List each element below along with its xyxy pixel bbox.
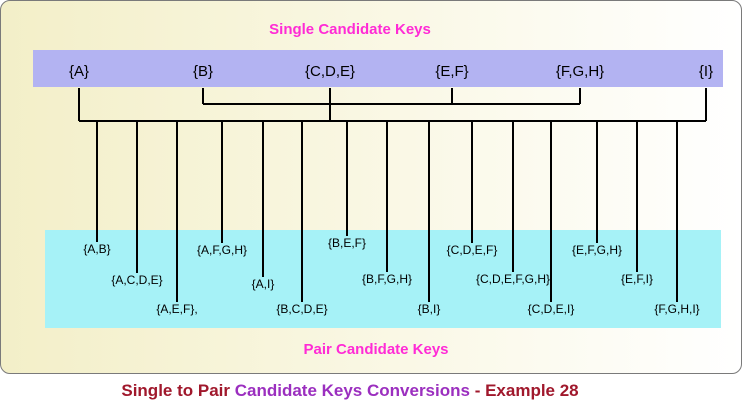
- single-key-a: {A}: [69, 63, 89, 80]
- pair-key-a-e-f: {A,E,F},: [156, 302, 197, 316]
- single-keys-row: {A} {B} {C,D,E} {E,F} {F,G,H} {I}: [69, 63, 713, 80]
- pair-key-e-f-g-h: {E,F,G,H}: [572, 243, 622, 257]
- pair-key-b-e-f: {B,E,F}: [328, 236, 366, 250]
- single-keys-title: Single Candidate Keys: [269, 21, 431, 38]
- caption-part-c: - Example 28: [469, 381, 579, 400]
- single-key-b: {B}: [193, 63, 213, 80]
- caption-part-a: Single to Pair: [121, 381, 235, 400]
- pair-key-e-f-i: {E,F,I}: [621, 272, 653, 286]
- pair-key-a-c-d-e: {A,C,D,E}: [111, 273, 162, 287]
- figure-caption: Single to Pair Candidate Keys Conversion…: [0, 381, 700, 401]
- caption-part-b: Candidate Keys Conversions: [234, 381, 470, 400]
- single-key-i: {I}: [699, 63, 713, 80]
- pair-keys-band: [45, 230, 721, 328]
- pair-key-a-f-g-h: {A,F,G,H}: [197, 243, 247, 257]
- pair-key-f-g-h-i: {F,G,H,I}: [654, 302, 699, 316]
- pair-keys-area: {A,B} {A,C,D,E} {A,E,F}, {A,F,G,H} {A,I}{B,C…: [83, 236, 699, 316]
- single-key-e-f: {E,F}: [435, 63, 468, 80]
- single-key-c-d-e: {C,D,E}: [305, 63, 355, 80]
- pair-keys-title: Pair Candidate Keys: [303, 341, 448, 358]
- single-key-f-g-h: {F,G,H}: [556, 63, 604, 80]
- pair-key-a-i: {A,I}: [252, 277, 275, 291]
- pair-key-b-f-g-h: {B,F,G,H}: [362, 272, 412, 286]
- pair-key-a-b: {A,B}: [83, 242, 110, 256]
- single-keys-band: [33, 50, 723, 87]
- pair-key-b-c-d-e: {B,C,D,E}: [276, 302, 327, 316]
- pair-key-c-d-e-i: {C,D,E,I}: [528, 302, 575, 316]
- connector-lines: [78, 88, 707, 302]
- pair-key-b-i: {B,I}: [418, 302, 441, 316]
- key-conversion-diagram: Single Candidate Keys {A} {B} {C,D,E} {E,F}…: [33, 21, 723, 358]
- pair-key-c-d-e-f: {C,D,E,F}: [447, 243, 498, 257]
- pair-key-c-d-e-f-g-h: {C,D,E,F,G,H}: [476, 272, 550, 286]
